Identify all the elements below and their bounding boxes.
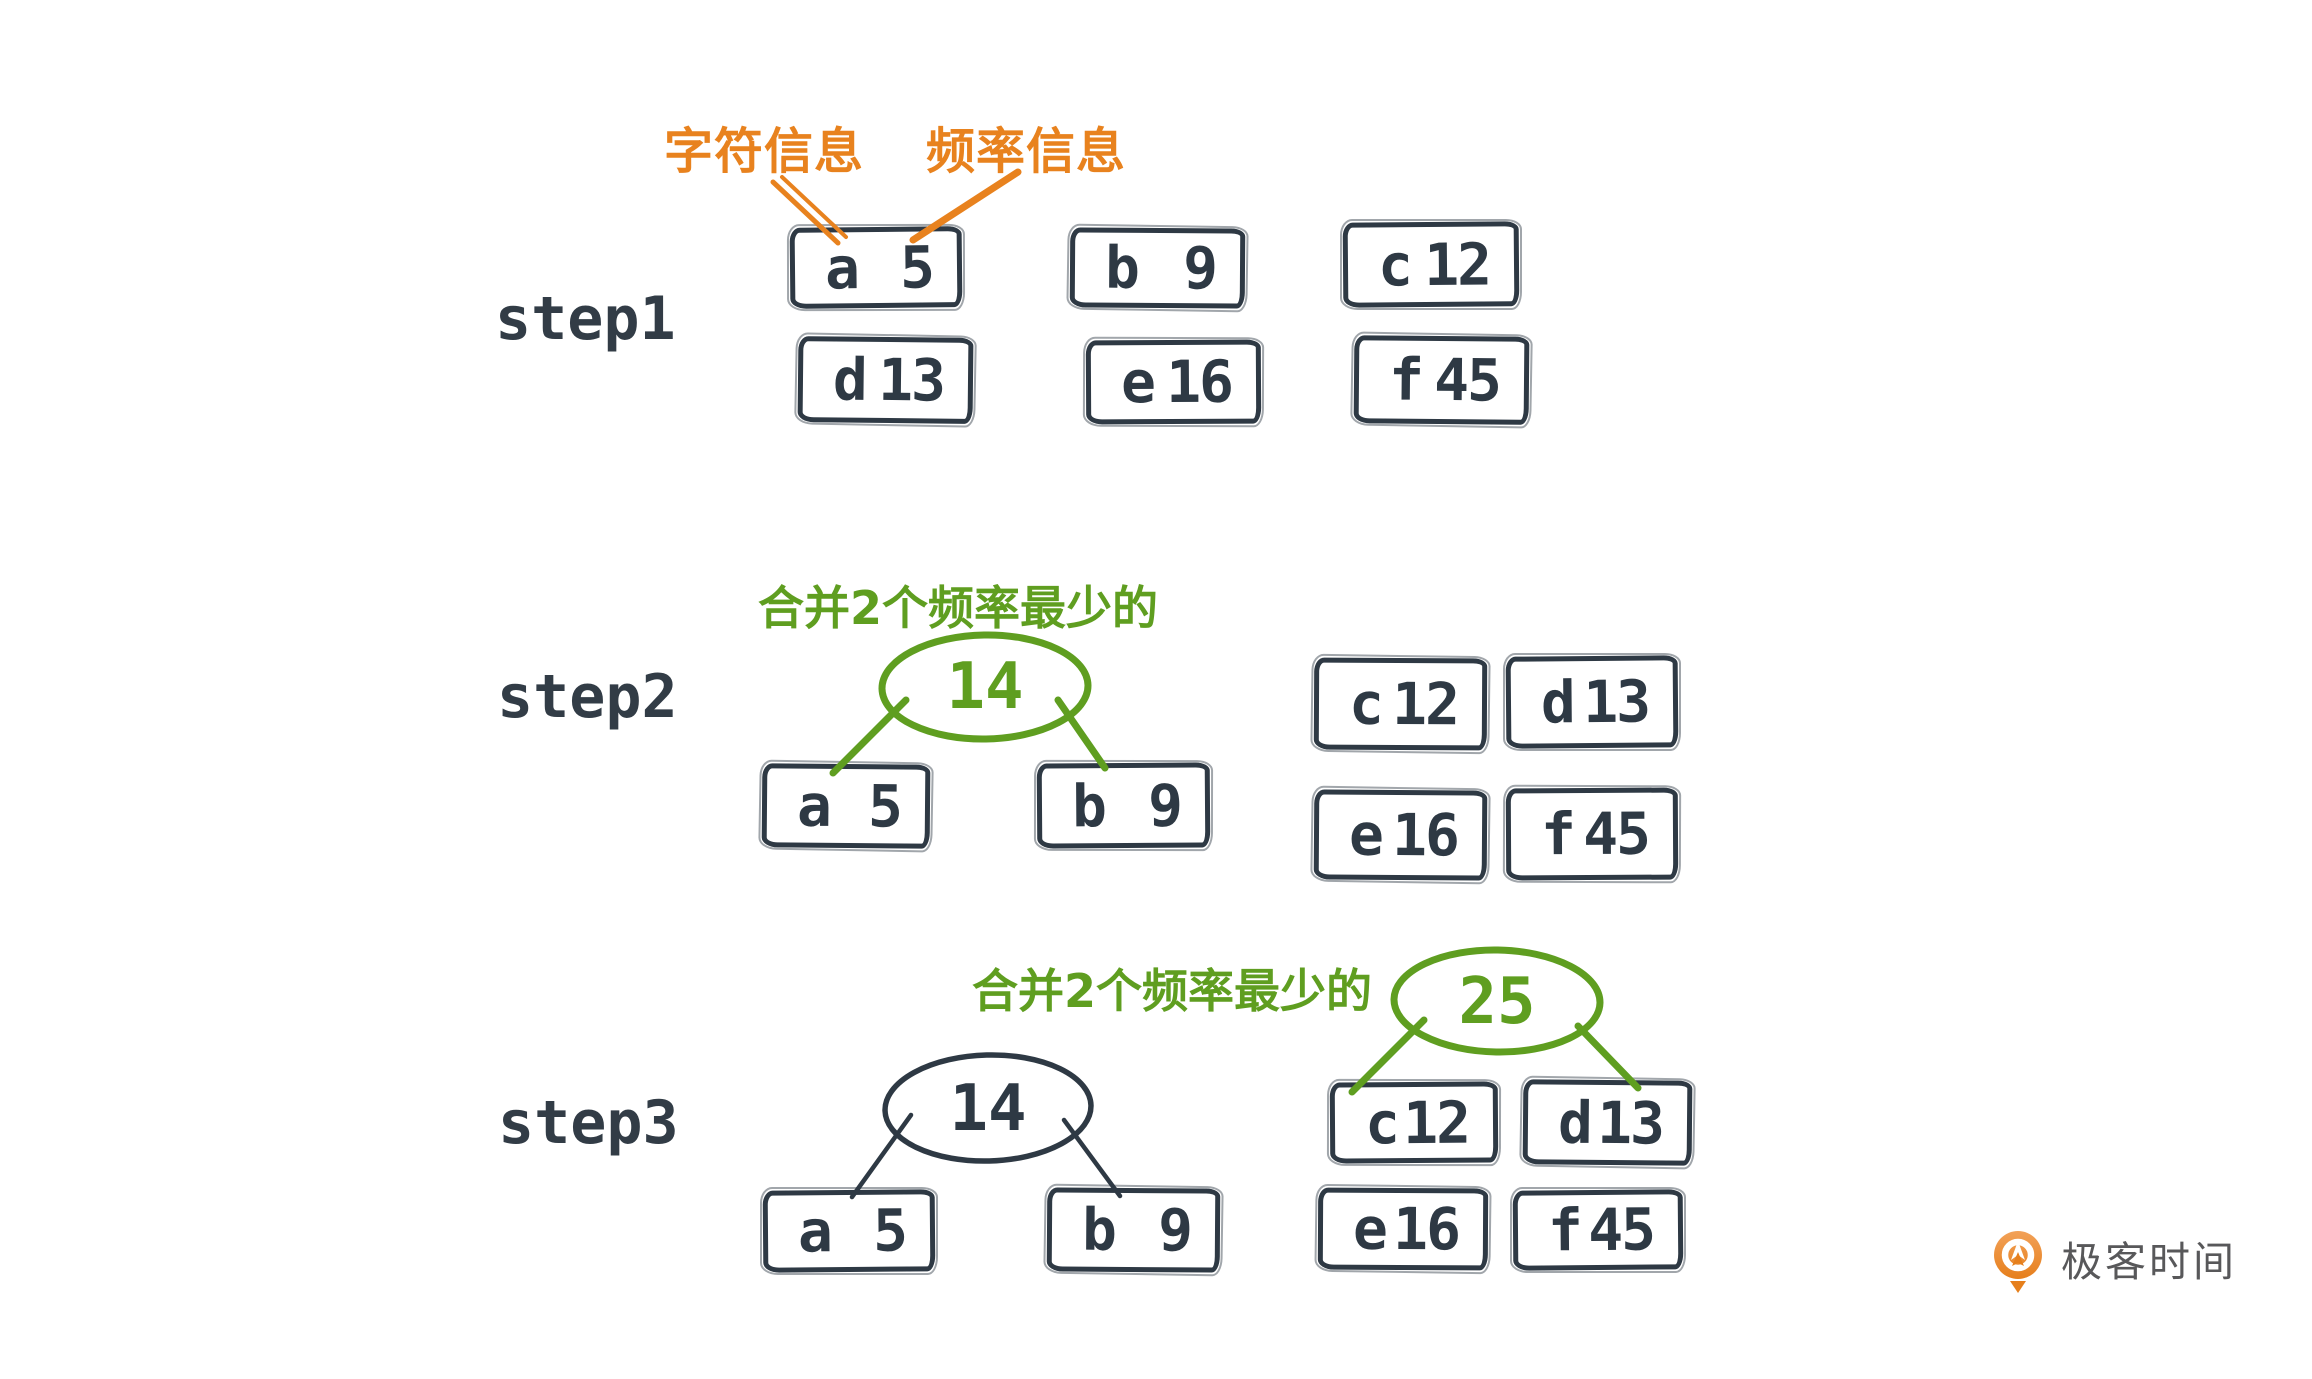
node-freq: 45 <box>1582 799 1650 869</box>
node-char: b <box>1081 1195 1118 1264</box>
step3-merged-value-25: 25 <box>1458 965 1536 1039</box>
freq-node-a5: a 5 <box>762 1189 936 1273</box>
freq-node-d13: d 13 <box>797 336 974 424</box>
node-freq: 9 <box>1147 771 1182 840</box>
node-freq: 9 <box>1182 234 1217 303</box>
node-freq: 5 <box>872 1196 907 1265</box>
node-freq: 9 <box>1157 1196 1192 1265</box>
node-freq: 16 <box>1391 800 1459 870</box>
node-char: b <box>1071 771 1108 840</box>
node-freq: 5 <box>867 772 902 841</box>
node-freq: 16 <box>1392 1194 1460 1264</box>
node-char: f <box>1388 345 1425 414</box>
node-freq: 45 <box>1587 1195 1655 1265</box>
node-freq: 13 <box>1582 667 1650 737</box>
freq-node-d13: d 13 <box>1522 1079 1693 1166</box>
geektime-logo-text: 极客时间 <box>2061 1237 2237 1286</box>
freq-node-b9: b 9 <box>1069 227 1246 309</box>
step1-label: step1 <box>495 284 676 354</box>
node-char: f <box>1547 1196 1584 1265</box>
node-char: a <box>824 233 861 303</box>
freq-node-f45: f 45 <box>1353 335 1530 425</box>
step2-merged-value: 14 <box>946 650 1024 724</box>
node-char: c <box>1348 669 1385 738</box>
freq-node-c12: c 12 <box>1313 657 1488 751</box>
node-freq: 12 <box>1391 669 1459 739</box>
freq-node-e16: e 16 <box>1317 1187 1489 1271</box>
freq-node-d13: d 13 <box>1505 655 1679 749</box>
step2-merge-caption: 合并2个频率最少的 <box>758 581 1159 635</box>
step2-label: step2 <box>497 662 678 732</box>
node-char: e <box>1352 1194 1389 1263</box>
node-char: f <box>1540 800 1577 869</box>
node-char: d <box>1540 668 1577 737</box>
node-freq: 13 <box>877 345 945 415</box>
node-char: e <box>1348 800 1385 869</box>
step3-merge-caption: 合并2个频率最少的 <box>972 964 1373 1018</box>
step3-label: step3 <box>498 1088 679 1158</box>
node-freq: 16 <box>1165 347 1233 417</box>
freq-node-f45: f 45 <box>1505 787 1679 881</box>
char-info-label: 字符信息 <box>664 123 865 180</box>
node-char: a <box>797 1197 834 1266</box>
node-freq: 12 <box>1402 1088 1470 1157</box>
node-char: d <box>1557 1088 1594 1157</box>
node-char: a <box>796 771 833 840</box>
node-freq: 5 <box>899 232 934 302</box>
freq-node-e16: e 16 <box>1085 339 1262 425</box>
freq-node-c12: c 12 <box>1342 221 1520 308</box>
node-freq: 45 <box>1433 345 1501 415</box>
freq-node-b9: b 9 <box>1036 762 1211 849</box>
node-char: c <box>1377 230 1414 299</box>
freq-node-a5: a 5 <box>789 226 963 309</box>
freq-node-c12: c 12 <box>1329 1081 1499 1164</box>
node-char: b <box>1104 233 1141 302</box>
node-char: c <box>1364 1088 1401 1157</box>
freq-node-e16: e 16 <box>1313 789 1488 881</box>
node-char: d <box>832 345 869 414</box>
geektime-logo: 极客时间 <box>1991 1230 2237 1294</box>
freq-node-f45: f 45 <box>1512 1189 1684 1271</box>
geektime-logo-icon <box>1994 1231 2042 1293</box>
node-char: e <box>1120 348 1157 417</box>
freq-info-label: 频率信息 <box>926 123 1127 180</box>
node-freq: 12 <box>1423 229 1491 299</box>
node-freq: 13 <box>1596 1088 1664 1157</box>
freq-node-a5: a 5 <box>761 763 931 849</box>
step3-merged-value-14: 14 <box>949 1072 1027 1146</box>
freq-node-b9: b 9 <box>1046 1187 1221 1273</box>
